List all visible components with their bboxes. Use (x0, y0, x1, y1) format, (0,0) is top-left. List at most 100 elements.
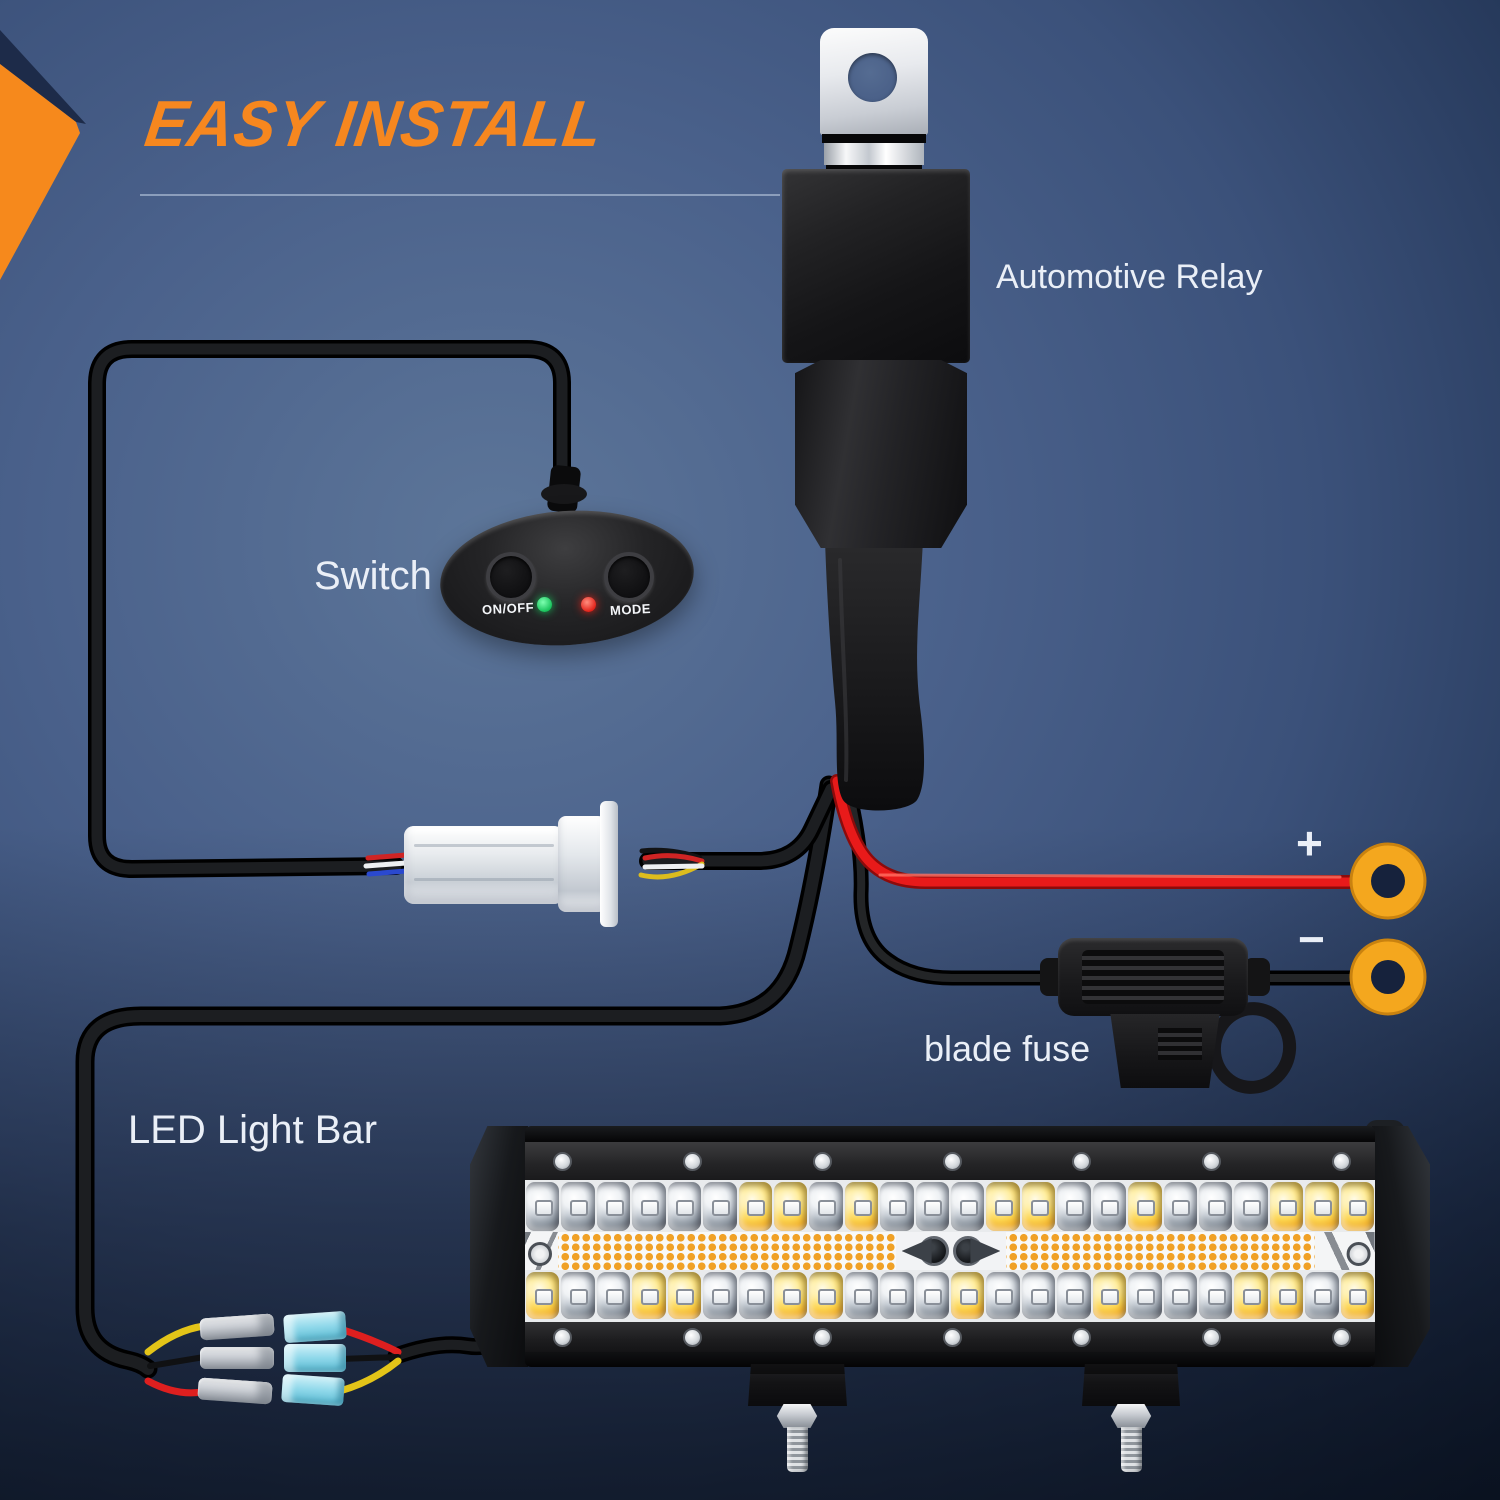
led-chip (1243, 1288, 1262, 1305)
led-chip (1172, 1199, 1191, 1216)
led-cell (703, 1182, 737, 1231)
bar-top-screw-band (525, 1142, 1375, 1180)
led-cell (915, 1182, 950, 1231)
quick-connector-body (404, 826, 564, 904)
led-cell (1340, 1182, 1375, 1231)
relay-mounting-bracket (820, 28, 928, 135)
led-chip (1349, 1288, 1368, 1305)
bar-led-window (525, 1180, 1375, 1322)
led-chip (1243, 1199, 1262, 1216)
led-cell (880, 1272, 914, 1319)
led-chip (1207, 1199, 1226, 1216)
amber-led-grid-right (1006, 1232, 1316, 1270)
mounting-foot (748, 1364, 847, 1406)
thin-wire-yellow-2 (336, 1357, 402, 1395)
relay-boot (825, 540, 925, 811)
bar-screw (1202, 1328, 1222, 1347)
led-cell (561, 1272, 595, 1319)
led-cell (1128, 1272, 1162, 1319)
bar-screw (682, 1152, 702, 1171)
led-cell (1269, 1182, 1304, 1231)
led-chip (676, 1199, 695, 1216)
led-cell (596, 1272, 631, 1319)
led-chip (747, 1199, 766, 1216)
fuse-holder-cap (1110, 1014, 1220, 1088)
led-light-bar (470, 1120, 1430, 1472)
led-cell (1305, 1182, 1339, 1231)
led-chip (1136, 1199, 1155, 1216)
led-cell (809, 1182, 843, 1231)
thin-wire-red-2 (336, 1325, 402, 1356)
led-chip (888, 1288, 907, 1305)
bar-screw (812, 1152, 832, 1171)
fuse-label: blade fuse (924, 1028, 1091, 1069)
bar-screw (942, 1152, 962, 1171)
end-reflector-left (525, 1232, 558, 1270)
bar-screw (1072, 1328, 1092, 1347)
led-chip (640, 1199, 659, 1216)
thin-wire-black-2 (337, 1354, 401, 1362)
led-chip (818, 1288, 837, 1305)
center-divider (895, 1232, 1007, 1270)
led-chip (747, 1288, 766, 1305)
led-chip (711, 1288, 730, 1305)
led-cell (1199, 1272, 1233, 1319)
led-chip (1349, 1199, 1368, 1216)
led-cell (1163, 1272, 1198, 1319)
led-cell (738, 1272, 772, 1319)
bracket-neck (824, 143, 924, 165)
led-cell (1057, 1272, 1091, 1319)
blade-fuse-holder (1058, 938, 1248, 1016)
led-cell (1340, 1272, 1375, 1319)
ribbon-shadow (0, 30, 86, 124)
led-chip (1030, 1199, 1049, 1216)
bar-bottom-screw-band (525, 1322, 1375, 1352)
led-chip (959, 1288, 978, 1305)
title-divider (140, 194, 780, 196)
led-chip (959, 1199, 978, 1216)
bar-screw (553, 1152, 572, 1171)
led-chip (1066, 1199, 1085, 1216)
led-chip (1278, 1288, 1297, 1305)
led-cell (1305, 1272, 1339, 1319)
led-cell (526, 1272, 560, 1319)
led-chip (1136, 1288, 1155, 1305)
led-chip (1066, 1288, 1085, 1305)
quick-connector-latch (600, 801, 618, 927)
bar-screw (1202, 1152, 1222, 1171)
led-chip (640, 1288, 659, 1305)
led-chip (1101, 1288, 1120, 1305)
led-cell (1199, 1182, 1233, 1231)
led-cell (844, 1272, 879, 1319)
switch-label: Switch (314, 554, 432, 598)
green-led-indicator (537, 597, 552, 612)
led-cell (526, 1182, 560, 1231)
led-chip (1313, 1199, 1332, 1216)
led-cell (667, 1272, 702, 1319)
ribbon-orange (0, 64, 80, 280)
led-cell (1092, 1272, 1127, 1319)
led-row-bottom (525, 1270, 1375, 1320)
led-cell (703, 1272, 737, 1319)
led-cell (951, 1272, 985, 1319)
led-chip (1030, 1288, 1049, 1305)
led-chip (605, 1199, 624, 1216)
led-chip (711, 1199, 730, 1216)
led-chip (570, 1199, 589, 1216)
mode-button[interactable] (604, 552, 654, 602)
bar-screw (812, 1328, 832, 1347)
led-chip (1172, 1288, 1191, 1305)
led-cell (561, 1182, 595, 1231)
bar-end-cap-right (1372, 1126, 1430, 1367)
mode-label: MODE (609, 600, 652, 619)
female-spade-terminal (284, 1344, 346, 1372)
led-cell (667, 1182, 702, 1231)
bar-screw (682, 1328, 702, 1347)
mounting-bolt (1121, 1427, 1142, 1472)
led-cell (738, 1182, 772, 1231)
quick-connector-collar (558, 816, 606, 912)
positive-ring-terminal (1349, 842, 1427, 920)
on-off-button[interactable] (486, 552, 536, 602)
led-chip (1207, 1288, 1226, 1305)
